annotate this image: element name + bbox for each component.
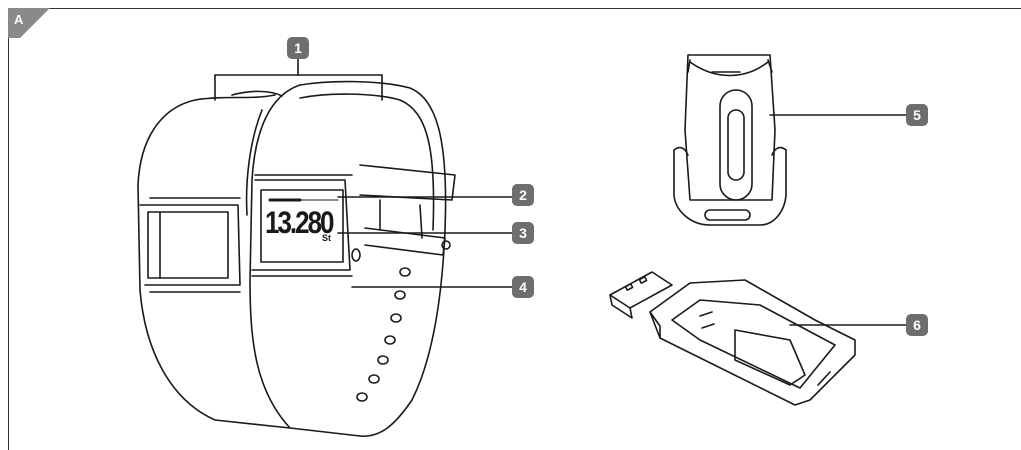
- front-wristband: [245, 80, 447, 437]
- back-wristband: [137, 90, 291, 429]
- corner-tab: [8, 8, 50, 38]
- callout-3: 3: [512, 222, 534, 244]
- corner-label: A: [14, 12, 24, 27]
- callout-5: 5: [906, 104, 928, 126]
- callout-6: 6: [906, 314, 928, 336]
- strap-holes: [356, 267, 411, 402]
- display-readout-unit: St: [322, 233, 331, 243]
- callout-1: 1: [287, 37, 309, 59]
- callout-1-bracket: [214, 56, 383, 101]
- strap-buckle: [359, 164, 456, 256]
- usb-charger: [609, 271, 856, 406]
- clip-holder: [673, 54, 787, 226]
- display-readout-value: 13.280: [265, 206, 334, 241]
- callout-2: 2: [512, 184, 534, 206]
- callout-4: 4: [512, 276, 534, 298]
- figure-frame: [8, 8, 1021, 450]
